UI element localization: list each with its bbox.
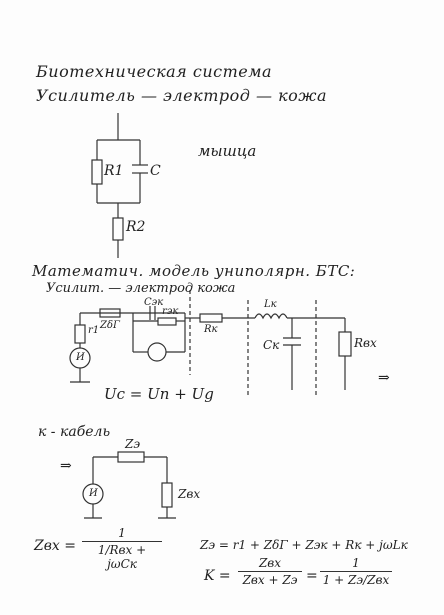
label-c: C — [150, 163, 161, 179]
label-cek: Cэк — [144, 297, 164, 308]
formula-zvx-fraction: 1 1/Rвх + jωCк — [82, 526, 162, 571]
formula-zvx-bar — [82, 541, 162, 542]
equation-uc: Uc = Un + Ug — [104, 385, 214, 403]
formula-zvx-num: 1 — [118, 526, 126, 540]
label-zvx: Zвх — [178, 487, 201, 501]
arrow-right-2: ⇒ — [60, 458, 72, 474]
section-2-title: Математич. модель униполярн. БТС: — [32, 262, 356, 280]
section-3-title: к - кабель — [38, 424, 111, 440]
formula-k-num1: Zвх — [258, 556, 282, 570]
formula-k-fraction-1: Zвх Zвх + Zэ — [238, 556, 302, 587]
formula-k-den2: 1 + Zэ/Zвх — [322, 573, 390, 587]
label-ze: Zэ — [125, 437, 141, 451]
note-muscle: мышца — [198, 142, 257, 160]
formula-k-num2: 1 — [352, 556, 360, 570]
arrow-right-1: ⇒ — [378, 370, 390, 386]
label-r1: R1 — [104, 163, 124, 179]
source-label-1: И — [76, 352, 85, 363]
formula-k-fraction-2: 1 1 + Zэ/Zвх — [320, 556, 392, 587]
formula-k-den1: Zвх + Zэ — [242, 573, 298, 587]
formula-ze: Zэ = r1 + ZδΓ + Zэк + Rк + jωLк — [200, 538, 408, 552]
formula-k-bar1 — [238, 571, 302, 572]
formula-zvx-den: 1/Rвх + jωCк — [97, 543, 147, 571]
heading-line-1: Биотехническая система — [36, 62, 273, 81]
label-ck: Cк — [263, 338, 280, 352]
label-zdb: ZδΓ — [100, 320, 120, 331]
label-r2: R2 — [126, 219, 146, 235]
label-rek: rэк — [162, 306, 179, 317]
source-label-2: И — [89, 488, 98, 499]
formula-zvx-lhs: Zвх = — [34, 538, 76, 554]
section-2-subtitle: Усилит. — электрод кожа — [46, 281, 236, 296]
formula-k-eq: = — [306, 568, 318, 584]
label-r1-small: r1 — [88, 325, 100, 336]
diagram-3-wires — [82, 451, 176, 519]
formula-k-lhs: K = — [204, 568, 231, 584]
heading-line-2: Усилитель — электрод — кожа — [36, 86, 327, 105]
diagram-1-wires — [91, 113, 148, 258]
label-rk: Rк — [204, 324, 218, 335]
diagram-2-wires — [69, 290, 352, 395]
label-lk: Lк — [264, 299, 277, 310]
formula-k-bar2 — [320, 571, 392, 572]
label-rvx: Rвх — [354, 336, 377, 350]
